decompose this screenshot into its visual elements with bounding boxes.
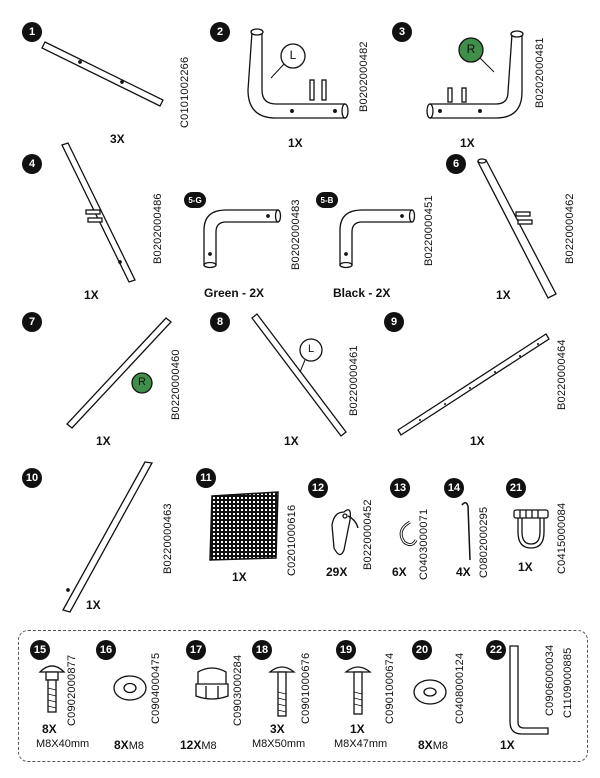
part-quantity: 4X bbox=[456, 565, 471, 579]
part-quantity: 29X bbox=[326, 565, 348, 579]
right-side-marker: R bbox=[466, 42, 476, 56]
part-quantity: 8X bbox=[418, 738, 433, 752]
part-code: B0220000451 bbox=[423, 195, 435, 266]
part-code: B0220000452 bbox=[362, 499, 374, 570]
left-side-marker: L bbox=[289, 48, 297, 62]
part-quantity: 1X bbox=[496, 288, 511, 302]
part-size: M8X47mm bbox=[334, 738, 388, 750]
part-quantity: 12X bbox=[180, 738, 202, 752]
part-number-badge: 13 bbox=[390, 478, 410, 498]
part-number-badge: 11 bbox=[196, 468, 216, 488]
part-quantity: 1X bbox=[96, 434, 111, 448]
part-code: C0904000475 bbox=[150, 652, 162, 724]
part-number-badge: 5-B bbox=[316, 192, 338, 208]
part-code: B0220000461 bbox=[348, 345, 360, 416]
part-quantity: 8X bbox=[114, 738, 129, 752]
part-code: B0220000463 bbox=[162, 503, 174, 574]
part-quantity: Black - 2X bbox=[333, 286, 391, 300]
part-quantity: 3X bbox=[270, 722, 285, 736]
part-number-badge: 7 bbox=[22, 312, 42, 332]
part-number-badge: 8 bbox=[210, 312, 230, 332]
part-code: B0220000460 bbox=[170, 349, 182, 420]
part-number-badge: 5-G bbox=[184, 192, 206, 208]
part-quantity: 1X bbox=[84, 288, 99, 302]
part-quantity: 1X bbox=[460, 136, 475, 150]
part-code: C0903000284 bbox=[232, 654, 244, 726]
part-quantity: 1X bbox=[86, 598, 101, 612]
part-number-badge: 9 bbox=[384, 312, 404, 332]
part-number-badge: 19 bbox=[336, 640, 356, 660]
part-quantity: Green - 2X bbox=[204, 286, 265, 300]
part-number-badge: 16 bbox=[96, 640, 116, 660]
part-number-badge: 22 bbox=[486, 640, 506, 660]
hardware-box bbox=[18, 630, 588, 762]
part-code: C0901000676 bbox=[300, 652, 312, 724]
part-number-badge: 17 bbox=[186, 640, 206, 660]
part-number-badge: 4 bbox=[22, 154, 42, 174]
part-number-badge: 15 bbox=[30, 640, 50, 660]
part-quantity: 1X bbox=[288, 136, 303, 150]
part-code: C0901000674 bbox=[384, 652, 396, 724]
part-number-badge: 20 bbox=[412, 640, 432, 660]
left-side-marker: L bbox=[307, 343, 315, 355]
part-quantity: 1X bbox=[470, 434, 485, 448]
part-code: C0201000616 bbox=[286, 504, 298, 576]
part-code: C0902000877 bbox=[66, 654, 78, 726]
part-code: C0101002266 bbox=[179, 56, 191, 128]
part-code: C1109000885 bbox=[562, 647, 574, 718]
part-size: M8 bbox=[128, 740, 144, 752]
part-quantity: 6X bbox=[392, 565, 407, 579]
part-quantity: 3X bbox=[110, 132, 125, 146]
part-quantity: 8X bbox=[42, 722, 57, 736]
part-code: B0202000483 bbox=[290, 199, 302, 270]
part-code: B0202000482 bbox=[358, 41, 370, 112]
part-size: M8 bbox=[432, 740, 448, 752]
right-side-marker: R bbox=[138, 376, 146, 388]
part-code: C0415000084 bbox=[556, 502, 568, 574]
part-number-badge: 1 bbox=[22, 22, 42, 42]
part-number-badge: 12 bbox=[308, 478, 328, 498]
part-size: M8X50mm bbox=[252, 738, 306, 750]
part-number-badge: 3 bbox=[392, 22, 412, 42]
part-number-badge: 14 bbox=[444, 478, 464, 498]
part-quantity: 1X bbox=[284, 434, 299, 448]
part-number-badge: 2 bbox=[210, 22, 230, 42]
part-code: C0906000034 bbox=[544, 644, 556, 716]
part-code: B0202000486 bbox=[152, 193, 164, 264]
part-code: C0408000124 bbox=[454, 652, 466, 724]
part-size: M8 bbox=[201, 740, 217, 752]
part-number-badge: 6 bbox=[446, 154, 466, 174]
part-number-badge: 10 bbox=[22, 468, 42, 488]
part-code: C0403000071 bbox=[418, 508, 430, 580]
part-quantity: 1X bbox=[232, 570, 247, 584]
part-code: B0220000462 bbox=[564, 193, 576, 264]
part-code: B0220000464 bbox=[556, 339, 568, 410]
part-code: B0202000481 bbox=[534, 37, 546, 108]
part-quantity: 1X bbox=[500, 738, 515, 752]
part-size: M8X40mm bbox=[36, 738, 90, 750]
part-code: C0802000295 bbox=[478, 506, 490, 578]
part-quantity: 1X bbox=[518, 560, 533, 574]
part-number-badge: 18 bbox=[252, 640, 272, 660]
part-quantity: 1X bbox=[350, 722, 365, 736]
part-number-badge: 21 bbox=[506, 478, 526, 498]
